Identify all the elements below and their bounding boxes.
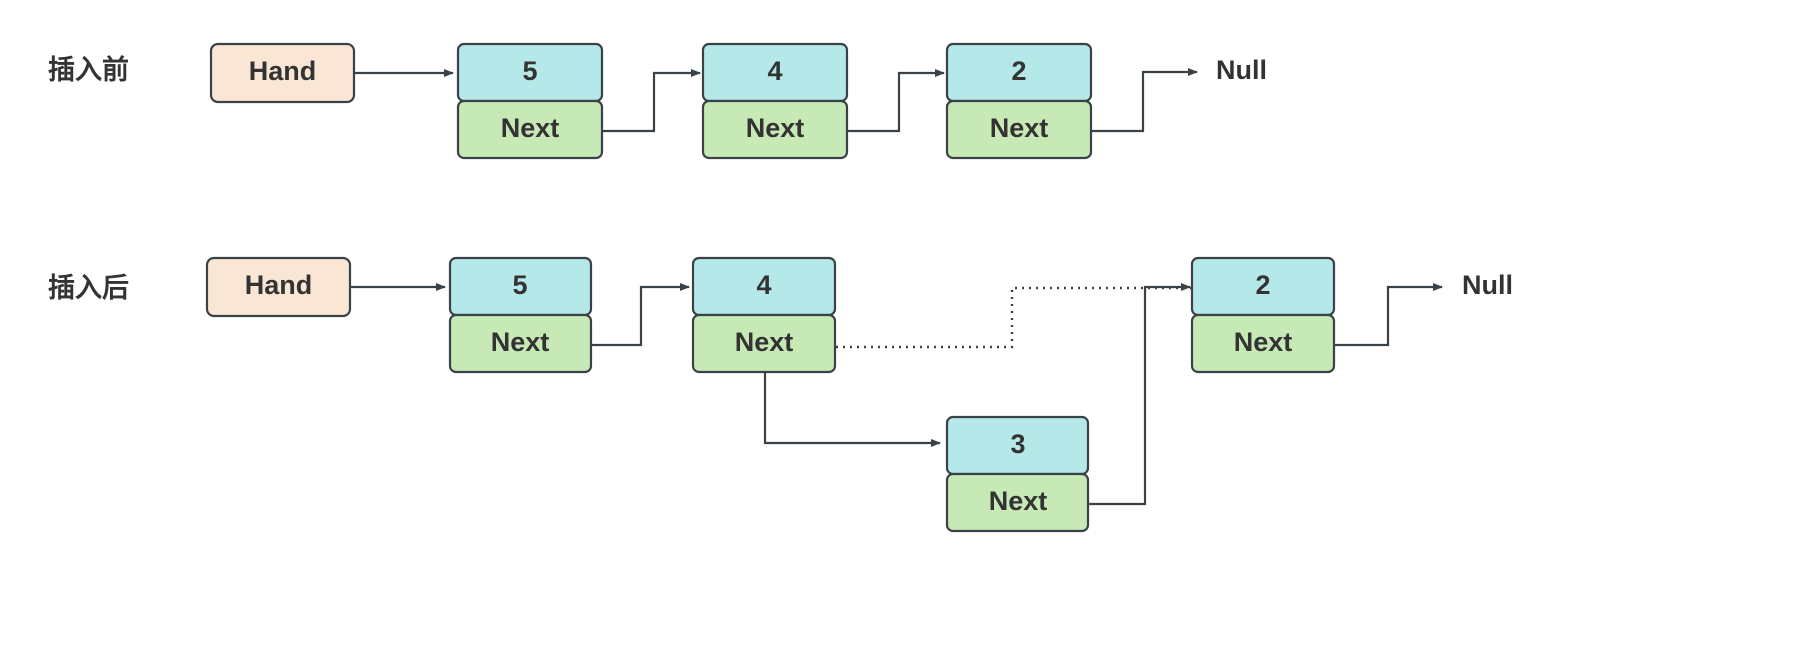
node-5-next-cell-before	[456, 99, 604, 160]
node-3-after[interactable]: 3 Next	[945, 415, 1090, 533]
null-terminator-before: Null	[1216, 55, 1267, 85]
connector-node-3-to-node-2-after	[1088, 283, 1191, 506]
node-2-value-text-after: 2	[1255, 270, 1270, 300]
node-4-after[interactable]: 4 Next	[691, 256, 837, 374]
node-5-next-cell-after	[448, 313, 593, 374]
hand-box-after[interactable]: Hand	[205, 256, 352, 318]
connector-node-5-to-node-4-after	[591, 283, 690, 347]
hand-box-before[interactable]: Hand	[209, 42, 356, 104]
row-label-before: 插入前	[48, 54, 129, 85]
row-before: 插入前 Hand 5 Next 4 Next 2	[48, 42, 1267, 160]
node-2-next-text-after: Next	[1234, 327, 1293, 357]
node-2-next-cell-before	[945, 99, 1093, 160]
node-3-next-cell-after	[945, 472, 1090, 533]
node-3-value-text-after: 3	[1010, 429, 1025, 459]
hand-box-label-before: Hand	[249, 56, 317, 86]
node-4-value-text-after: 4	[756, 270, 771, 300]
connector-node-4-to-node-2-before	[847, 69, 945, 133]
row-label-after: 插入后	[48, 273, 129, 303]
node-2-before[interactable]: 2 Next	[945, 42, 1093, 160]
node-4-before[interactable]: 4 Next	[701, 42, 849, 160]
node-5-value-text-before: 5	[522, 56, 537, 86]
node-5-after[interactable]: 5 Next	[448, 256, 593, 374]
node-5-next-text-after: Next	[491, 327, 550, 357]
connector-node-2-to-null-after	[1334, 283, 1443, 347]
connector-node-4-to-node-3-after	[763, 372, 941, 447]
node-5-before[interactable]: 5 Next	[456, 42, 604, 160]
node-2-value-text-before: 2	[1011, 56, 1026, 86]
node-5-value-text-after: 5	[512, 270, 527, 300]
hand-box-label-after: Hand	[245, 270, 313, 300]
connector-node-2-to-null-before	[1091, 68, 1198, 133]
node-2-next-text-before: Next	[990, 113, 1049, 143]
node-4-next-text-before: Next	[746, 113, 805, 143]
node-2-next-cell-after	[1190, 313, 1336, 374]
null-terminator-after: Null	[1462, 270, 1513, 300]
node-4-next-text-after: Next	[735, 327, 794, 357]
node-4-value-text-before: 4	[767, 56, 782, 86]
node-3-next-text-after: Next	[989, 486, 1048, 516]
node-5-next-text-before: Next	[501, 113, 560, 143]
node-2-after[interactable]: 2 Next	[1190, 256, 1336, 374]
connector-node-5-to-node-4-before	[602, 69, 701, 133]
node-4-next-cell-before	[701, 99, 849, 160]
row-after: 插入后 Hand 5 Next 4 Next node 2 , dotted -…	[48, 256, 1513, 533]
